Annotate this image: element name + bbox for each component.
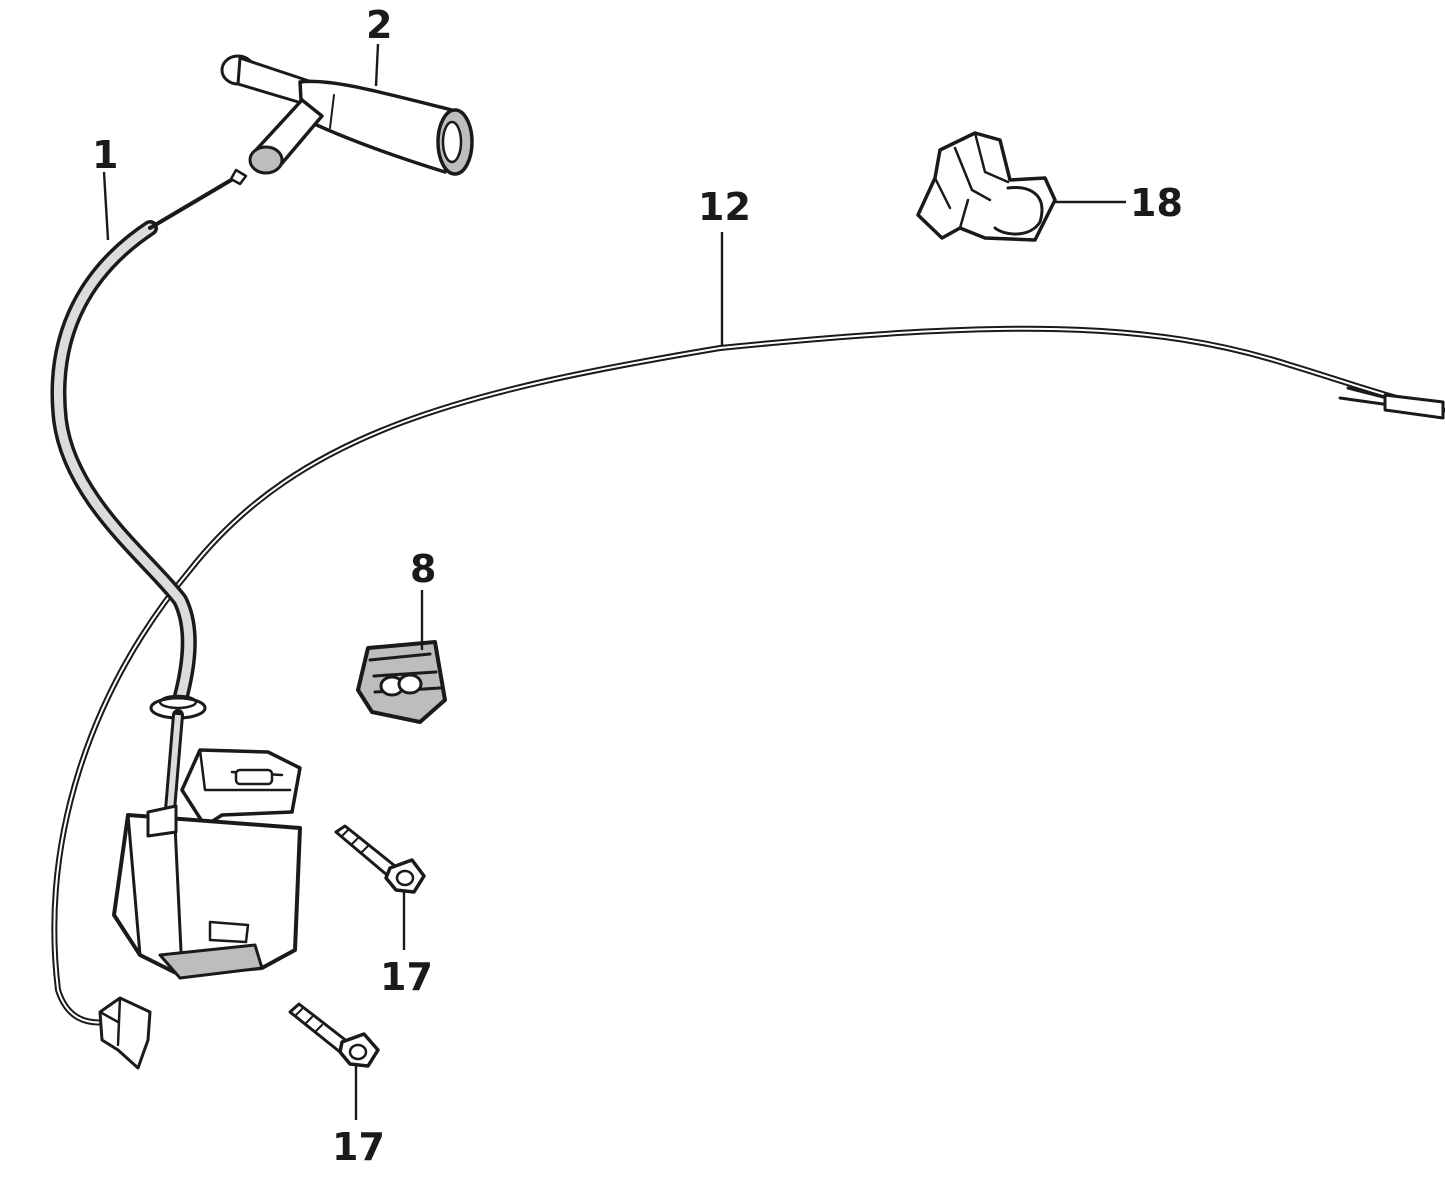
part-1-lead: [50, 168, 248, 816]
part-2-plug-cap: [220, 54, 474, 176]
leader-1: [102, 171, 110, 241]
callout-part-12: 12: [698, 185, 751, 229]
part-12-cable: [51, 325, 1445, 1070]
part-17-bolt-upper: [334, 824, 426, 894]
ignition-coil: [112, 748, 302, 980]
callout-part-17-lower: 17: [332, 1125, 385, 1169]
callout-part-18: 18: [1130, 181, 1183, 225]
callout-part-2: 2: [366, 3, 392, 47]
part-18-clamp: [916, 131, 1057, 242]
part-8-mount: [356, 640, 447, 724]
callout-part-17-upper: 17: [380, 955, 433, 999]
leader-lines: [102, 43, 1126, 1120]
leader-2: [374, 43, 380, 87]
part-17-bolt-lower: [288, 1002, 380, 1068]
callout-part-1: 1: [92, 133, 118, 177]
callout-part-8: 8: [410, 547, 436, 591]
